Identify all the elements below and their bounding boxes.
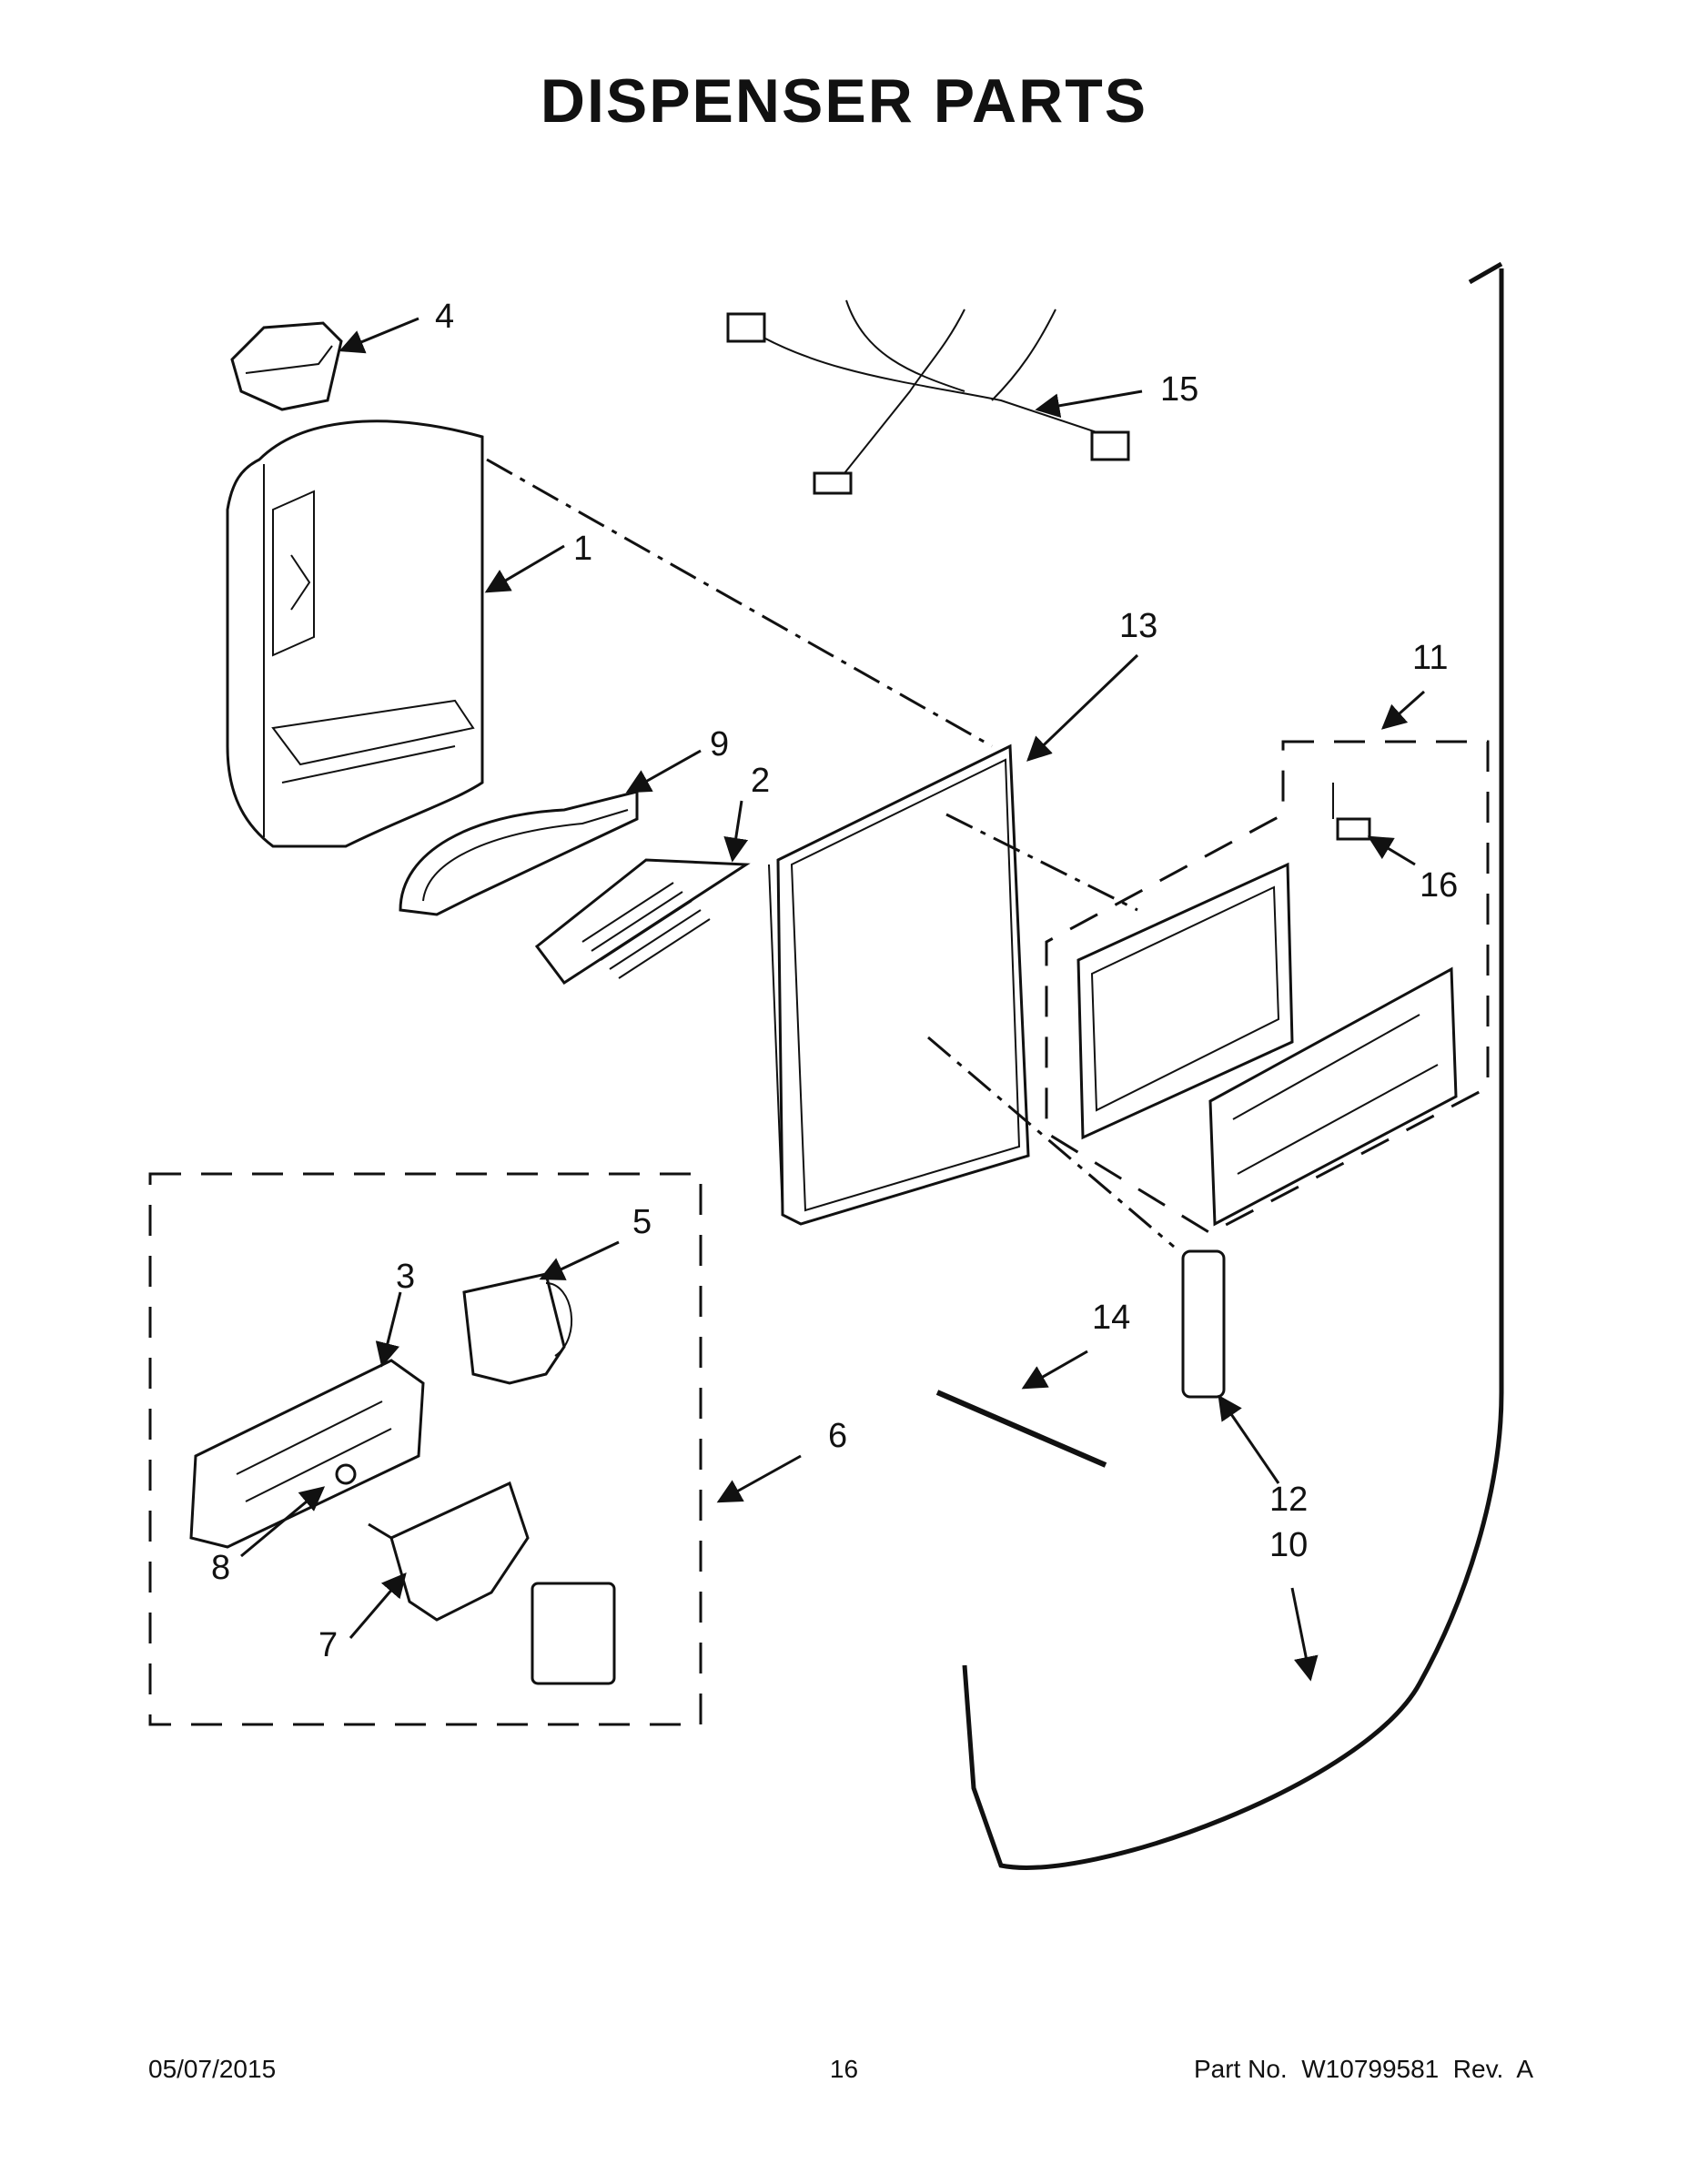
part-13-frame <box>768 743 1030 1226</box>
footer-date: 05/07/2015 <box>148 2055 277 2083</box>
callout-leaders <box>240 317 1425 1682</box>
footer-part-info: Part No. W10799581 Rev. A <box>1193 2055 1533 2083</box>
part-5-motor <box>462 1272 573 1385</box>
part-2-grille <box>534 858 751 986</box>
callout-11: 11 <box>1412 639 1448 677</box>
callout-8: 8 <box>211 1549 230 1587</box>
part-11-control-panel <box>1076 862 1458 1227</box>
part-16-switch <box>1332 783 1371 841</box>
callout-14: 14 <box>1092 1299 1130 1337</box>
callout-1: 1 <box>573 530 592 568</box>
part-10-water-tube <box>962 261 1504 1870</box>
callout-12: 12 <box>1269 1481 1308 1519</box>
callout-6: 6 <box>828 1417 847 1455</box>
callout-5: 5 <box>632 1203 652 1241</box>
assembly-group-box-6 <box>148 1172 702 1726</box>
part-8-screw <box>335 1463 357 1485</box>
part-1-housing <box>226 420 484 848</box>
callout-labels: 4 1 2 3 5 6 7 8 9 10 11 12 13 14 15 16 <box>211 298 1458 1664</box>
part-4-cup <box>230 321 343 411</box>
part-3-bracket <box>189 1359 425 1549</box>
part-7-actuator <box>389 1481 616 1685</box>
callout-15: 15 <box>1160 370 1198 409</box>
callout-16: 16 <box>1420 866 1458 905</box>
part-9-frame <box>399 790 639 916</box>
callout-7: 7 <box>318 1626 338 1664</box>
part-15-wire-harness <box>726 299 1130 495</box>
callout-2: 2 <box>751 762 770 800</box>
alignment-lines <box>368 458 1175 1540</box>
callout-9: 9 <box>710 725 729 763</box>
part-12-cap <box>1181 1249 1226 1399</box>
callout-10: 10 <box>1269 1526 1308 1564</box>
callout-4: 4 <box>435 298 454 336</box>
page-title: DISPENSER PARTS <box>540 66 1148 136</box>
callout-3: 3 <box>396 1258 415 1296</box>
assembly-group-box-11 <box>1045 740 1490 1235</box>
footer-page-number: 16 <box>829 2055 859 2083</box>
callout-13: 13 <box>1119 607 1157 645</box>
part-14-rod <box>935 1390 1107 1468</box>
